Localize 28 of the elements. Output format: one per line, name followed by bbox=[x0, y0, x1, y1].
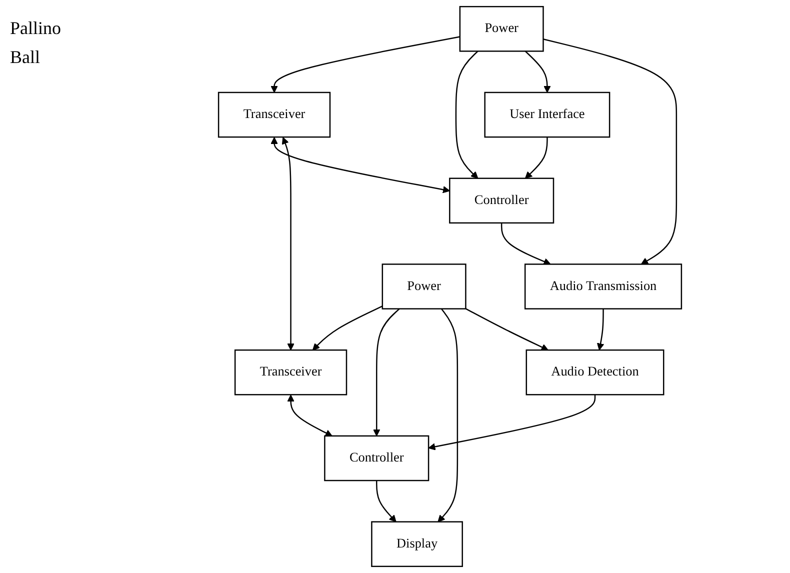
group-label: Ball bbox=[10, 47, 41, 68]
arrow bbox=[376, 480, 396, 522]
node-box: Transceiver bbox=[218, 92, 331, 138]
arrow bbox=[465, 308, 548, 351]
arrow bbox=[287, 394, 332, 436]
node-box: Audio Transmission bbox=[524, 264, 682, 310]
arrow bbox=[455, 50, 478, 179]
arrow bbox=[524, 50, 551, 93]
group-label: Pallino bbox=[10, 18, 62, 39]
node-box: Audio Detection bbox=[526, 349, 664, 396]
arrow bbox=[270, 137, 450, 194]
arrow bbox=[524, 137, 548, 179]
node-box: Display bbox=[371, 521, 463, 568]
arrow bbox=[438, 308, 458, 522]
arrow bbox=[282, 137, 294, 350]
node-box: Controller bbox=[324, 435, 430, 482]
node-box: User Interface bbox=[484, 92, 610, 138]
node-box: Transceiver bbox=[234, 349, 348, 396]
arrow bbox=[373, 308, 400, 436]
arrow bbox=[428, 394, 596, 450]
arrow bbox=[270, 36, 460, 93]
node-box: Controller bbox=[449, 178, 554, 224]
node-box: Power bbox=[382, 264, 466, 310]
arrow bbox=[596, 308, 604, 350]
arrow bbox=[500, 222, 551, 265]
arrow bbox=[312, 306, 383, 350]
node-box: Power bbox=[459, 6, 544, 52]
arrow bbox=[543, 38, 678, 265]
